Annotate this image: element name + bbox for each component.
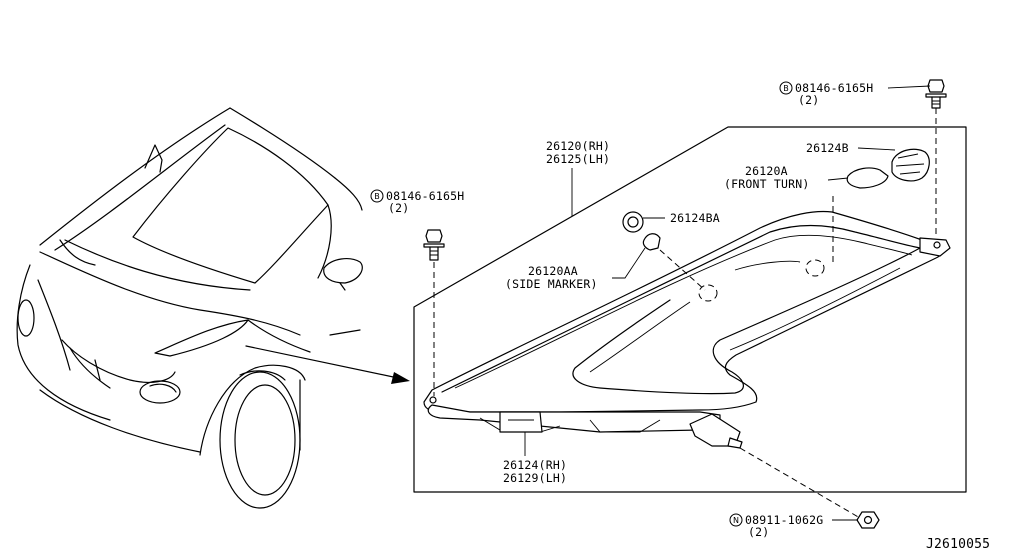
front-turn-socket xyxy=(846,148,930,189)
bolt-top-part-number: 08146-6165H xyxy=(795,81,873,95)
nut-part-number: 08911-1062G xyxy=(745,513,823,527)
bolt-top xyxy=(925,79,947,109)
harness-rh-part-number: 26124(RH) xyxy=(503,458,567,472)
front-turn-bulb-description: (FRONT TURN) xyxy=(724,177,809,191)
nut-prefix: N xyxy=(733,516,739,525)
bolt-left-qty: (2) xyxy=(388,201,409,215)
label-bolt-left: B 08146-6165H (2) xyxy=(370,189,464,215)
bolt-top-qty: (2) xyxy=(798,93,819,107)
bolt-left-part-number: 08146-6165H xyxy=(386,189,464,203)
side-marker-socket xyxy=(622,211,661,251)
callout-arrow xyxy=(245,345,410,384)
leader-lines xyxy=(524,85,931,521)
car-illustration xyxy=(16,107,363,509)
side-marker-bulb-description: (SIDE MARKER) xyxy=(505,277,598,291)
turn-lamp-housing xyxy=(423,210,951,433)
exploded-view-frame xyxy=(413,126,967,493)
side-marker-bulb-part-number: 26120AA xyxy=(528,264,578,278)
label-bolt-top: B 08146-6165H (2) xyxy=(779,81,873,107)
figure-id: J2610055 xyxy=(926,537,990,552)
label-nut: N 08911-1062G (2) xyxy=(729,513,823,539)
front-turn-bulb-part-number: 26120A xyxy=(745,164,788,178)
nut-bottom xyxy=(856,511,880,529)
bolt-top-prefix: B xyxy=(783,84,789,93)
socket-part-number: 26124B xyxy=(806,141,849,155)
bolt-left xyxy=(423,229,445,261)
bolt-left-prefix: B xyxy=(374,192,380,201)
harness-connector xyxy=(499,411,743,449)
fitting-lines xyxy=(433,108,937,519)
lamp-lh-part-number: 26125(LH) xyxy=(546,152,610,166)
lamp-rh-part-number: 26120(RH) xyxy=(546,139,610,153)
side-marker-socket-part-number: 26124BA xyxy=(670,211,720,225)
nut-qty: (2) xyxy=(748,525,769,539)
harness-lh-part-number: 26129(LH) xyxy=(503,471,567,485)
